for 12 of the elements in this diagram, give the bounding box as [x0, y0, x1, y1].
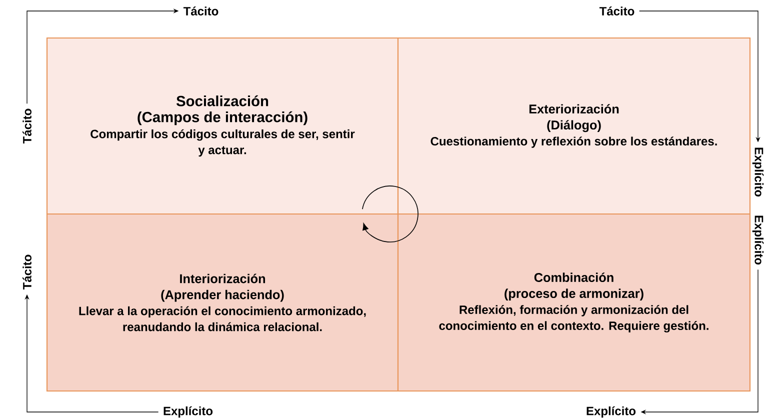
quadrant-box: Exteriorización (Diálogo) Cuestionamiento y reflexión sobre los estándares. [397, 37, 751, 215]
axis-label: Explícito [164, 406, 213, 418]
axis-label: Tácito [599, 6, 634, 16]
axis-label: Explícito [752, 148, 764, 197]
quadrant-box: Interiorización (Aprender haciendo) Llevar a la operación el conocimiento armonizado, reanudando la dinámica relacional. [46, 213, 399, 392]
axis-label: Explícito [752, 216, 764, 265]
axis-label: Tácito [22, 254, 32, 290]
axis-label: Tácito [22, 108, 32, 144]
axis-label: Tácito [183, 6, 218, 16]
quadrant-box: Combinación (proceso de armonizar) Reflexión, formación y armonización del conocimiento en el contexto. Requiere gestión. [397, 213, 751, 392]
quadrant-box: Socialización (Campos de interacción) Compartir los códigos culturales de ser, sentir y actuar. [46, 37, 399, 215]
axis-label: Explícito [586, 406, 636, 418]
